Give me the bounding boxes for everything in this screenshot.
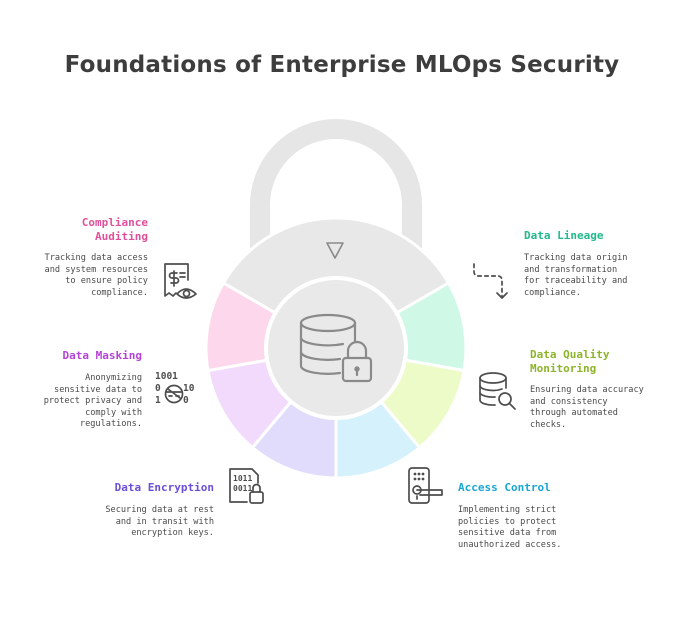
receipt-eye-icon: [164, 263, 197, 299]
label-data-quality-monitoring: Data Quality Monitoring: [530, 348, 610, 375]
svg-text:10: 10: [183, 383, 195, 394]
desc-data-masking: Anonymizing sensitive data to protect pr…: [43, 373, 142, 429]
padlock-center: [264, 276, 408, 420]
svg-text:1011: 1011: [233, 474, 252, 483]
encrypted-file-icon: 1011 0011: [229, 468, 264, 504]
svg-text:0: 0: [155, 383, 161, 394]
desc-data-lineage: Tracking data origin and transformation …: [524, 253, 628, 298]
label-data-lineage: Data Lineage: [524, 229, 604, 242]
page-title: Foundations of Enterprise MLOps Security: [64, 52, 620, 78]
database-lock-icon: [299, 313, 373, 383]
label-access-control: Access Control: [458, 481, 551, 494]
svg-text:1: 1: [155, 395, 161, 406]
label-data-masking: Data Masking: [62, 349, 142, 362]
label-compliance-auditing: Compliance Auditing: [81, 216, 148, 243]
label-data-encryption: Data Encryption: [114, 481, 214, 494]
lineage-arrow-icon: [473, 263, 508, 299]
svg-text:1001: 1001: [155, 371, 178, 382]
padlock-shackle: [250, 119, 422, 255]
desc-data-quality-monitoring: Ensuring data accuracy and consistency t…: [530, 385, 644, 430]
down-triangle-icon: [326, 242, 344, 259]
svg-text:0: 0: [183, 395, 189, 406]
keypad-lock-icon: [408, 467, 443, 504]
desc-access-control: Implementing strict policies to protect …: [458, 505, 562, 550]
database-search-icon: [479, 372, 516, 410]
desc-data-encryption: Securing data at rest and in transit wit…: [105, 505, 214, 538]
svg-text:0011: 0011: [233, 484, 252, 493]
padlock-segments: [204, 216, 468, 480]
binary-mask-icon: 1001 0 10 1 0: [155, 371, 195, 406]
desc-compliance-auditing: Tracking data access and system resource…: [44, 253, 148, 298]
